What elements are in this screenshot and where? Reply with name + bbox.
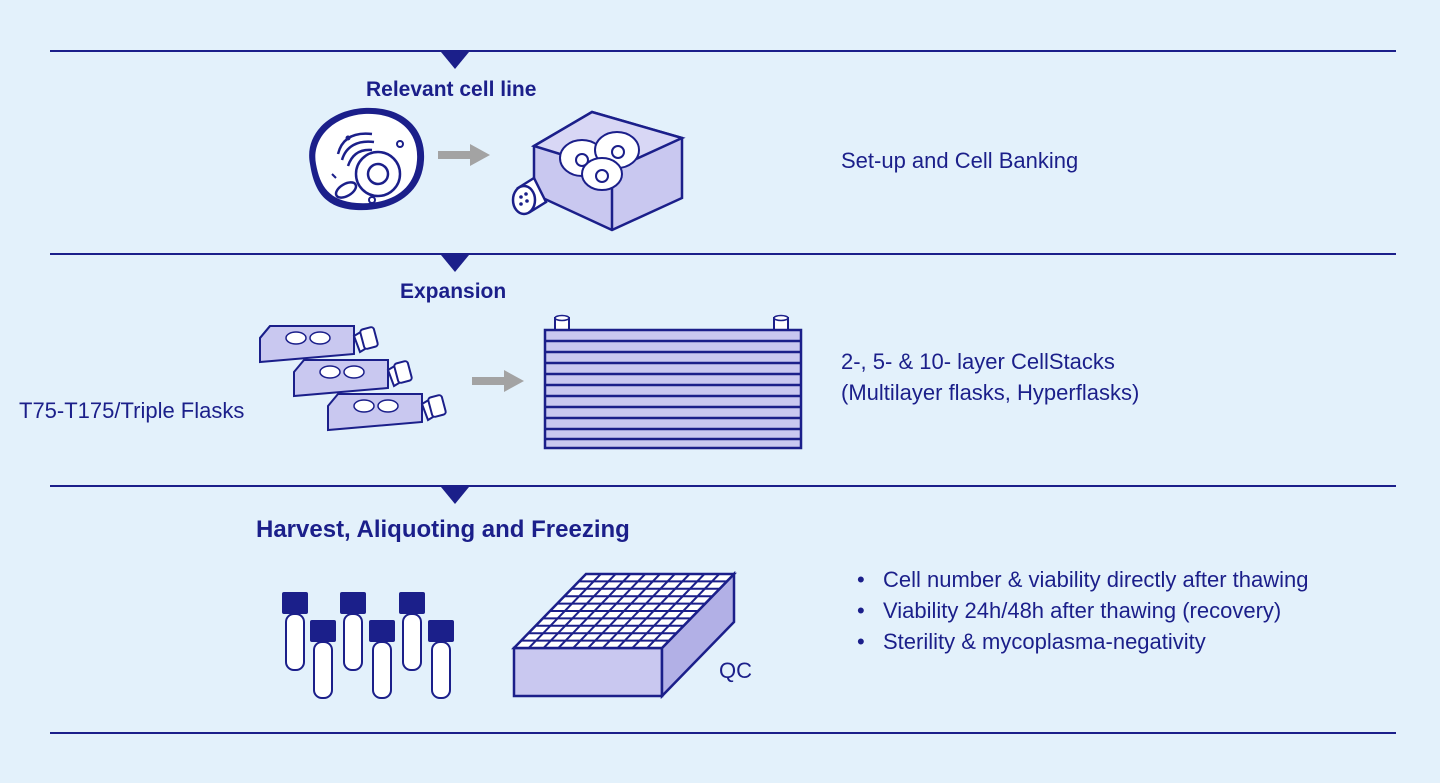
divider-bottom: [50, 732, 1396, 734]
arrow-icon: [472, 370, 524, 392]
cryovials-icon: [282, 592, 454, 699]
cellstacks-line-1: 2-, 5- & 10- layer CellStacks: [841, 349, 1115, 374]
stacked-flasks-icon: [259, 325, 447, 432]
list-item: Cell number & viability directly after t…: [849, 564, 1309, 595]
section-title-harvest: Harvest, Aliquoting and Freezing: [256, 516, 630, 543]
qc-label: QC: [719, 658, 752, 683]
divider-top: [50, 50, 1396, 52]
section-description-banking: Set-up and Cell Banking: [841, 148, 1079, 173]
arrow-icon: [438, 144, 490, 166]
step-marker-1: [441, 52, 469, 69]
cryobox-grid-icon: [511, 570, 737, 700]
step-marker-3: [441, 487, 469, 504]
flask-types-label: T75-T175/Triple Flasks: [19, 398, 245, 423]
cell-icon: [309, 107, 425, 211]
culture-flask-icon: [511, 110, 686, 232]
qc-criteria-list: Cell number & viability directly after t…: [849, 564, 1309, 657]
divider-3: [50, 485, 1396, 487]
cellstacks-line-2: (Multilayer flasks, Hyperflasks): [841, 380, 1140, 405]
cellstack-icon: [543, 314, 803, 450]
list-item: Sterility & mycoplasma-negativity: [849, 626, 1309, 657]
divider-2: [50, 253, 1396, 255]
step-marker-2: [441, 255, 469, 272]
section-title-expansion: Expansion: [400, 280, 507, 303]
list-item: Viability 24h/48h after thawing (recover…: [849, 595, 1309, 626]
section-title-cell-line: Relevant cell line: [366, 78, 537, 101]
